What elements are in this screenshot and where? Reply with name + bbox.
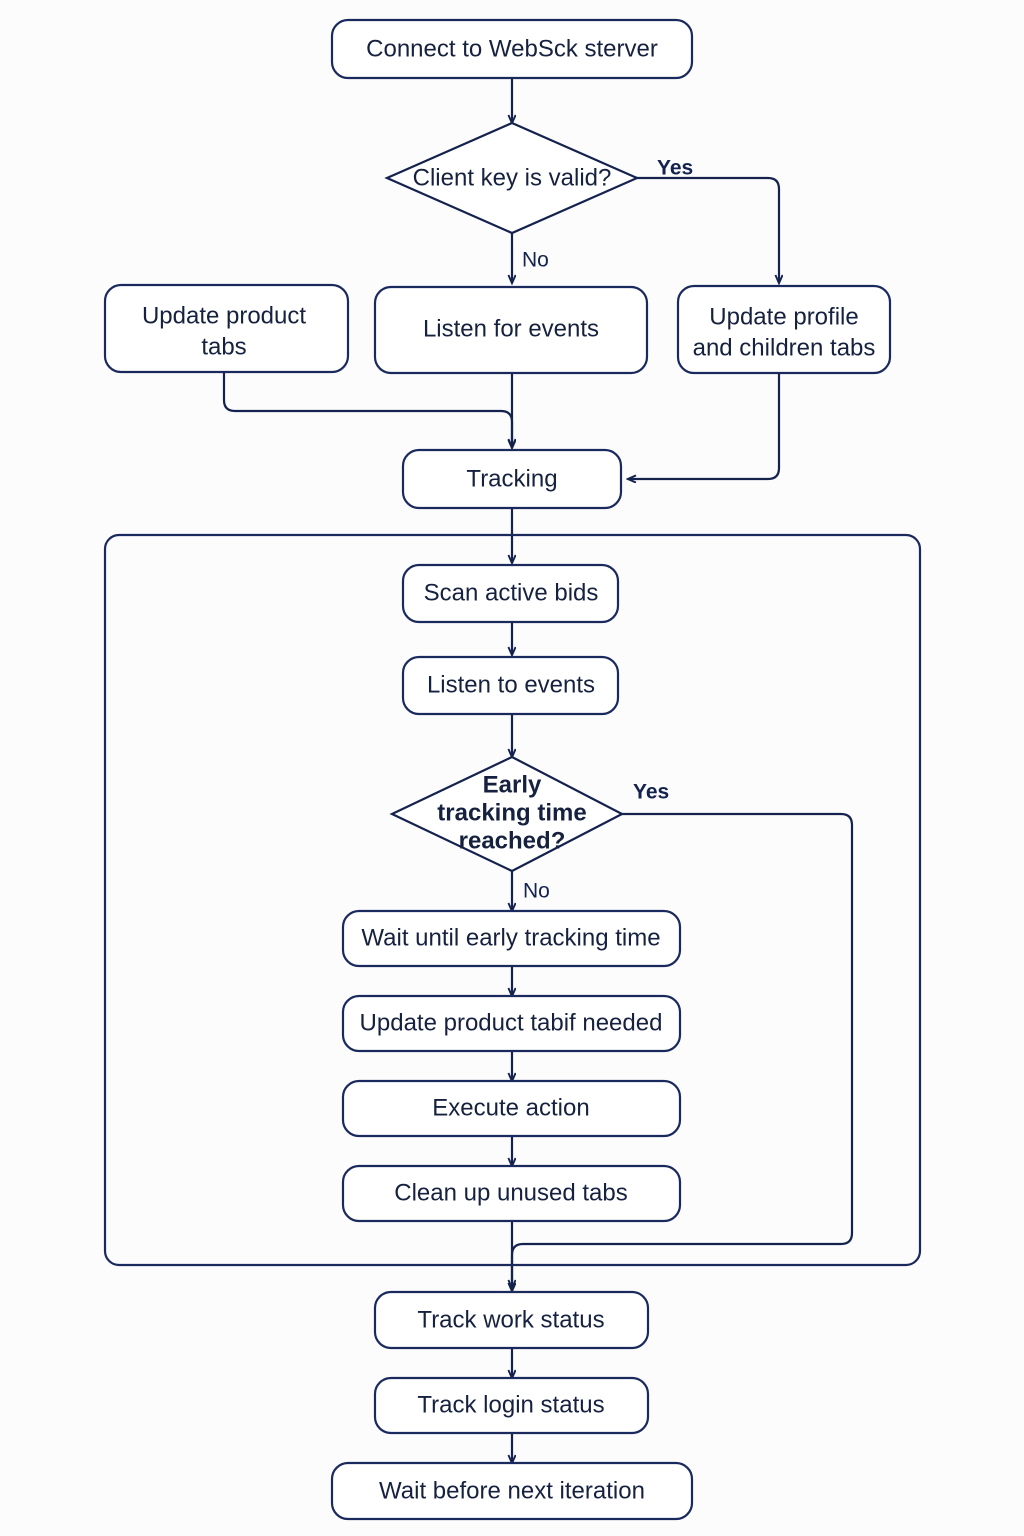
node-label-execute-action: Execute action <box>432 1094 589 1121</box>
node-update-product-tab-if-needed[interactable]: Update product tabif needed <box>341 994 682 1053</box>
node-update-profile-children-tabs[interactable]: Update profile and children tabs <box>676 284 892 375</box>
loop-container <box>103 533 922 1267</box>
node-label-connect: Connect to WebSck sterver <box>366 35 658 62</box>
node-tracking[interactable]: Tracking <box>401 448 623 510</box>
node-execute-action[interactable]: Execute action <box>341 1079 682 1138</box>
node-clean-up-unused-tabs[interactable]: Clean up unused tabs <box>341 1164 682 1223</box>
edge-label-early-yes: Yes <box>633 781 669 804</box>
edge-label-client-key-no: No <box>522 249 549 272</box>
node-label-track-login: Track login status <box>417 1391 604 1418</box>
edge-update-product-to-tracking <box>222 372 512 447</box>
node-shape <box>341 1164 682 1223</box>
node-label-update-tab: Update product tabif needed <box>360 1009 663 1036</box>
node-shape <box>373 1290 650 1350</box>
node-shape <box>330 18 694 80</box>
node-label-listen-to-events: Listen to events <box>427 671 595 698</box>
node-shape <box>103 283 350 374</box>
edge-label-client-key-yes: Yes <box>657 157 693 180</box>
node-wait-before-next-iteration[interactable]: Wait before next iteration <box>330 1461 694 1521</box>
node-label-cleanup: Clean up unused tabs <box>394 1179 628 1206</box>
edge-update-profile-to-tracking <box>628 373 781 479</box>
node-shape <box>676 284 892 375</box>
node-label-update-profile-line1: Update profile <box>709 303 858 330</box>
edge-label-early-no: No <box>523 880 550 903</box>
node-label-early-line2: tracking time <box>437 799 586 826</box>
node-connect-to-websocket[interactable]: Connect to WebSck sterver <box>330 18 694 80</box>
node-listen-for-events[interactable]: Listen for events <box>373 285 649 375</box>
node-label-update-product-line1: Update product <box>142 302 306 329</box>
node-label-scan-active-bids: Scan active bids <box>424 579 599 606</box>
decision-shape <box>384 121 640 235</box>
node-shape <box>373 285 649 375</box>
node-shape <box>341 1079 682 1138</box>
node-wait-until-early-tracking-time[interactable]: Wait until early tracking time <box>341 909 682 968</box>
node-track-work-status[interactable]: Track work status <box>373 1290 650 1350</box>
node-update-product-tabs[interactable]: Update product tabs <box>103 283 350 374</box>
node-track-login-status[interactable]: Track login status <box>373 1376 650 1435</box>
node-label-wait-next: Wait before next iteration <box>379 1477 645 1504</box>
node-scan-active-bids[interactable]: Scan active bids <box>401 563 620 624</box>
node-label-update-product-line2: tabs <box>201 333 246 360</box>
edge-client-key-yes <box>637 176 779 283</box>
node-listen-to-events[interactable]: Listen to events <box>401 655 620 716</box>
decision-shape <box>389 755 625 873</box>
node-shape <box>401 563 620 624</box>
node-shape <box>341 994 682 1053</box>
node-label-listen-for-events: Listen for events <box>423 315 599 342</box>
node-shape <box>401 655 620 716</box>
node-label-update-profile-line2: and children tabs <box>693 334 876 361</box>
node-label-early-line1: Early <box>483 771 542 798</box>
node-shape <box>330 1461 694 1521</box>
node-shape <box>373 1376 650 1435</box>
node-early-tracking-decision[interactable]: Early tracking time reached? <box>389 755 625 873</box>
node-client-key-decision[interactable]: Client key is valid? <box>384 121 640 235</box>
node-shape <box>401 448 623 510</box>
node-label-track-work: Track work status <box>417 1306 604 1333</box>
node-label-client-key: Client key is valid? <box>413 164 612 191</box>
node-shape <box>341 909 682 968</box>
node-label-early-line3: reached? <box>459 827 566 854</box>
node-label-tracking: Tracking <box>466 465 557 492</box>
edge-early-decision-yes-loopback <box>512 812 854 1288</box>
node-label-wait-early: Wait until early tracking time <box>361 924 660 951</box>
